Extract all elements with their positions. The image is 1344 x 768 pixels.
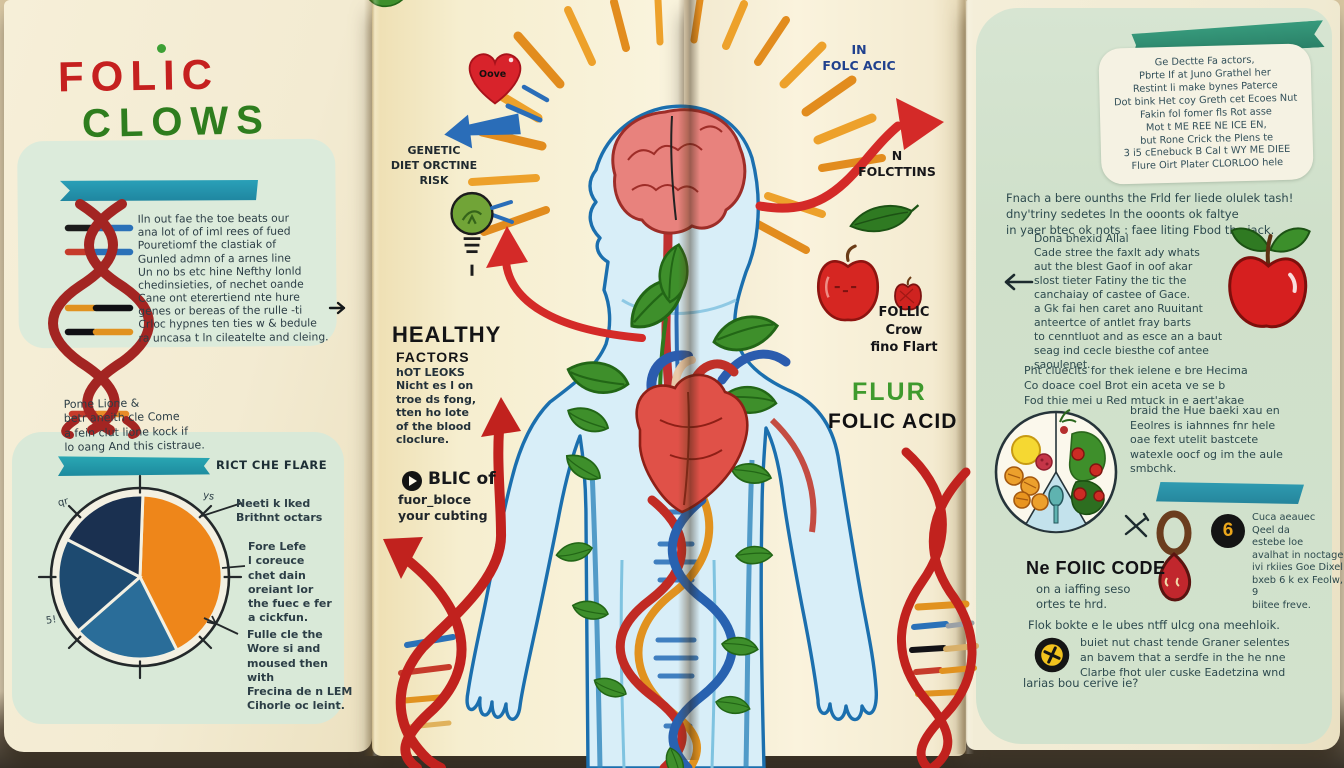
blic-title: BLIC of	[428, 469, 496, 489]
pie-slice	[56, 537, 143, 634]
pie-slice	[76, 574, 180, 661]
dash-icon	[490, 200, 513, 210]
teal-banner-icon	[1156, 482, 1304, 504]
risk-caption: GENETIC DIET ORCTINE RISK	[390, 144, 478, 187]
right-paragraph-3: Pht clueclts for thek ielene e bre Hecim…	[1024, 364, 1248, 407]
apple-icon	[816, 244, 880, 322]
page-fold-left	[364, 0, 380, 756]
flur-label: FLUR	[852, 378, 927, 406]
pie-annotation-2: Fore Lefe l coreuce chet dain oreiant lo…	[248, 540, 332, 625]
healthy-text: hOT LEOKS Nicht es l on troe ds fong, tt…	[396, 366, 477, 447]
x-mark-icon	[1124, 512, 1150, 538]
anatomical-heart-icon	[635, 349, 791, 514]
charm-eight-icon	[1156, 510, 1192, 602]
page-fold-center	[678, 0, 700, 760]
leaf-icon	[849, 204, 920, 233]
pie-slice	[65, 493, 145, 580]
pie-annotation-3: Fulle cle the Wore si and moused then wi…	[247, 628, 353, 713]
arrow-up-icon	[486, 226, 646, 342]
dash-icon	[521, 84, 550, 103]
healthy-title: HEALTHY	[392, 322, 502, 347]
page-title-line1: FOLIC	[57, 50, 220, 101]
abdominal-dna-icon	[615, 458, 737, 768]
folic-acid-label: FOLIC ACID	[828, 410, 958, 433]
folic-code-text: on a iaffing seso ortes te hrd.	[1036, 582, 1131, 611]
dna-helix-icon	[897, 447, 979, 768]
play-circle-icon	[402, 471, 422, 491]
plus-badge-icon	[1034, 637, 1070, 673]
right-paragraph-3b: braid the Hue baeki xau en Eeolres is ia…	[1130, 404, 1283, 476]
page-title-line2: CLOWS	[81, 98, 272, 146]
pie-slice	[138, 493, 224, 653]
pie-annotation-1: Neeti k lked Brithnt octars	[236, 497, 323, 525]
pie-ticks	[37, 474, 243, 680]
pie-heading: RICT CHE FLARE	[216, 458, 328, 472]
heart-icon	[468, 53, 522, 105]
teal-ribbon-top	[60, 180, 258, 201]
page-fold-right	[956, 0, 974, 754]
pie-tick-label-5: 5!	[45, 614, 58, 627]
healthy-subtitle: FACTORS	[396, 349, 470, 365]
small-apple-icon	[894, 276, 922, 311]
right-paragraph-1: Fnach a bere ounths the Frld fer liede o…	[1006, 191, 1294, 238]
dna-helix-icon	[48, 199, 154, 439]
heart-label: Oove	[479, 69, 507, 80]
leaves-group	[369, 0, 782, 768]
pie-leader-lines	[201, 502, 246, 635]
right-paragraph-2: Dona bhexid Allal Cade stree the faxlt a…	[1034, 232, 1223, 372]
folc-acic-caption: IN FOLC ACIC	[822, 42, 896, 74]
folic-code-title: Ne FOlIC CODE	[1026, 558, 1166, 578]
folic-crow-caption: FOLLIC Crow fino Flart	[870, 305, 938, 356]
lightbulb-icon	[450, 191, 494, 276]
pie-slices	[56, 493, 224, 661]
arrow-left-icon	[444, 113, 521, 149]
title-dot-icon	[157, 44, 166, 53]
brain-icon	[611, 108, 747, 235]
human-body-figure	[369, 0, 944, 768]
blic-text: fuor_bloce your cubting	[398, 492, 488, 524]
bottom-paragraph: buiet nut chast tende Graner selentes an…	[1080, 636, 1290, 679]
badge-6-text: Cuca aeauec Qeel da estebe loe avalhat i…	[1252, 512, 1344, 611]
badge-6-label: 6	[1222, 520, 1234, 541]
arrow-right-icon	[328, 301, 346, 315]
badge-6-icon: 6	[1211, 514, 1245, 548]
bottom-line: Flok bokte e le ubes ntff ulcg ona meehl…	[1028, 618, 1280, 632]
apple-icon	[1228, 227, 1311, 329]
folcttins-caption: N FOLCTTINS	[858, 148, 936, 180]
plate-of-food-icon	[994, 409, 1118, 534]
pie-tick-label-ys: ys	[202, 490, 216, 503]
arrow-left-small-icon	[1004, 273, 1034, 291]
intro-paragraph: Iln out fae the toe beats our ana lot of…	[137, 211, 329, 345]
dna-arrow-icon	[383, 397, 521, 768]
pie-chart	[37, 474, 246, 680]
arrow-right-red-icon	[755, 98, 944, 213]
teal-ribbon-bottom	[58, 456, 210, 476]
note-paragraph: Pome Lione & betr aneith cle Come a fein…	[63, 396, 205, 454]
bottom-tail: larias bou cerive ie?	[1023, 676, 1139, 690]
note-card-text: Ge Dectte Fa actors, Pbrte If at Juno Gr…	[1113, 54, 1298, 173]
